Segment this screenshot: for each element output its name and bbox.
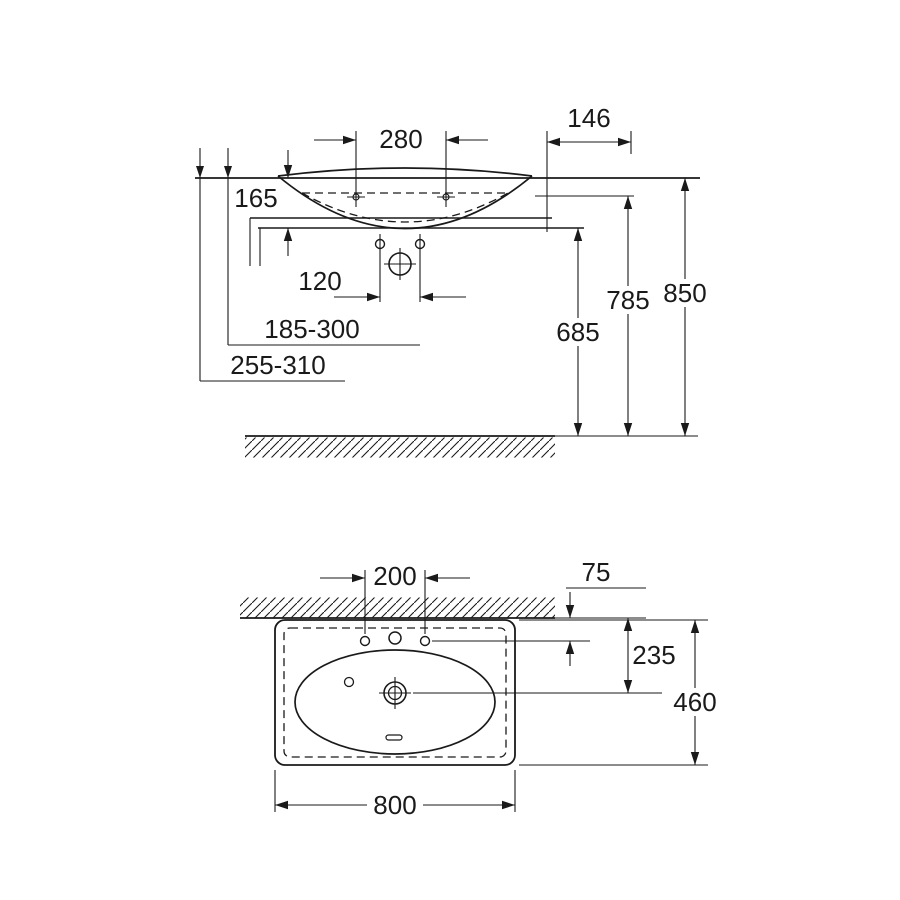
plan-view: 200 75 235 460 — [240, 557, 723, 820]
dim-200-tap-spacing: 200 — [320, 561, 470, 634]
dim-label-75: 75 — [582, 557, 611, 587]
dim-label-200: 200 — [373, 561, 416, 591]
dim-800-width: 800 — [274, 770, 516, 820]
floor-hatching — [245, 437, 555, 458]
basin-bottom-arc — [277, 175, 533, 230]
dim-235-wall-to-drain: 235 — [623, 618, 676, 693]
label-mask — [600, 286, 656, 314]
dim-label-685: 685 — [556, 317, 599, 347]
dim-label-235: 235 — [632, 640, 675, 670]
label-mask — [367, 791, 423, 819]
dim-785-height: 785 — [535, 195, 656, 436]
tap-hole-center — [388, 631, 402, 645]
bowl-outline — [294, 649, 496, 755]
trap-height-ranges: 185-300 255-310 — [196, 148, 420, 382]
dim-120-fixing-spacing: 120 — [298, 266, 466, 302]
faucet-hole-marks — [347, 131, 455, 207]
fixing-hole-left — [374, 238, 386, 250]
down-arrow-icon — [196, 166, 204, 178]
dim-label-185-300: 185-300 — [264, 314, 359, 344]
dim-label-460: 460 — [673, 687, 716, 717]
down-arrow-icon — [224, 166, 232, 178]
dim-460-depth: 460 — [519, 619, 723, 766]
wall-hatching — [240, 597, 555, 618]
fixing-hole-right — [414, 238, 426, 250]
basin-inner-bowl-hidden — [301, 192, 509, 223]
overflow-slot — [385, 734, 403, 741]
dim-75-wall-to-taps: 75 — [432, 557, 646, 666]
tap-hole-right — [419, 635, 431, 647]
faucet-hole-left-icon — [352, 193, 360, 201]
dim-label-800: 800 — [373, 790, 416, 820]
basin-rim-arc — [277, 167, 533, 177]
dim-850-height: 850 — [657, 178, 713, 436]
dim-165-basin-height: 165 — [234, 150, 293, 256]
label-mask — [667, 688, 723, 716]
drain-and-fixings — [374, 234, 426, 302]
label-mask — [657, 279, 713, 307]
label-mask — [550, 318, 606, 346]
dim-label-280: 280 — [379, 124, 422, 154]
dim-label-165: 165 — [234, 183, 277, 213]
dim-280-tap-spacing: 280 — [314, 124, 488, 154]
dim-label-785: 785 — [606, 285, 649, 315]
dim-label-850: 850 — [663, 278, 706, 308]
faucet-hole-right-icon — [442, 193, 450, 201]
tap-hole-left — [359, 635, 371, 647]
dim-label-120: 120 — [298, 266, 341, 296]
tap-holes — [359, 631, 431, 647]
dim-label-146: 146 — [567, 103, 610, 133]
overflow-hole — [343, 676, 355, 688]
dim-label-255-310: 255-310 — [230, 350, 325, 380]
side-view: 280 146 165 185-300 255-310 — [195, 103, 713, 458]
dim-146: 146 — [546, 103, 632, 232]
dim-685-height: 685 — [550, 228, 606, 436]
